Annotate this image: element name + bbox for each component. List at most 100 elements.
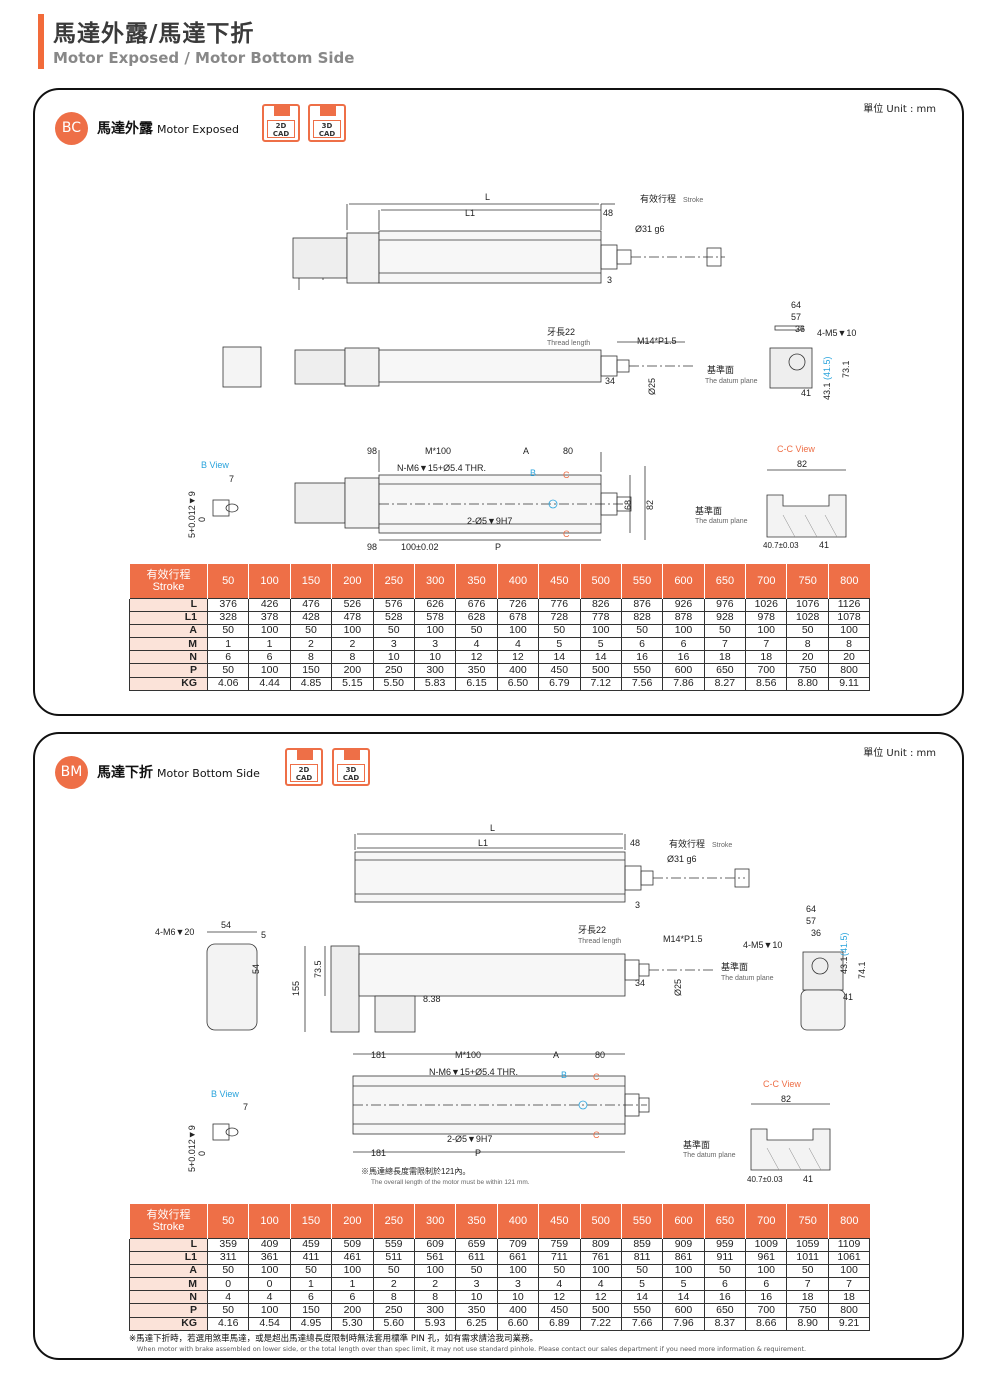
table-cell: 826	[579, 597, 622, 612]
table-cell: 400	[496, 1303, 540, 1318]
dim-73-1: 73.1	[841, 360, 851, 378]
stroke-col: 600	[662, 1204, 705, 1238]
page-subtitle: Motor Exposed / Motor Bottom Side	[53, 49, 355, 67]
table-cell: 6.25	[455, 1316, 498, 1331]
row-label: A	[129, 1263, 208, 1279]
dim-41-5: (41.5)	[822, 356, 832, 380]
table-cell: 2	[331, 637, 374, 652]
table-cell: 100	[413, 623, 457, 639]
stroke-col: 200	[331, 564, 374, 598]
table-cell: 726	[496, 597, 540, 612]
table-cell: 50	[455, 1263, 498, 1279]
cc-view-label: C-C View	[777, 444, 815, 454]
stroke-col: 650	[703, 1204, 746, 1238]
table-cell: 4	[206, 1290, 250, 1305]
table-cell: 18	[827, 1290, 871, 1305]
table-cell: 4	[248, 1290, 291, 1305]
table-cell: 250	[372, 663, 415, 678]
dim-pin-0: 0	[197, 517, 207, 522]
table-cell: 8.80	[786, 676, 829, 691]
table-cell: 14	[662, 1290, 705, 1305]
table-cell: 978	[745, 610, 788, 625]
table-cell: 659	[455, 1237, 498, 1252]
table-cell: 14	[579, 650, 622, 665]
row-label: P	[129, 1303, 208, 1318]
table-cell: 761	[579, 1250, 622, 1265]
datum-label-en: The datum plane	[705, 378, 758, 385]
dim-L: L	[490, 823, 495, 833]
dim-P: P	[495, 542, 501, 552]
table-cell: 7	[786, 1277, 829, 1292]
stroke-col: 350	[455, 1204, 498, 1238]
stroke-col: 650	[703, 564, 746, 598]
table-cell: 50	[620, 623, 664, 639]
table-cell: 7	[703, 637, 747, 652]
stroke-col: 50	[206, 564, 249, 598]
table-cell: 8.90	[786, 1316, 829, 1331]
table-cell: 100	[662, 623, 705, 639]
row-label: L1	[129, 610, 208, 625]
dim-41: 41	[801, 388, 811, 398]
table-cell: 4	[579, 1277, 622, 1292]
table-cell: 50	[289, 1263, 333, 1279]
cc-datum-label: 基準面	[683, 1139, 710, 1150]
stroke-col: 500	[579, 564, 622, 598]
table-cell: 550	[620, 663, 664, 678]
table-cell: 1009	[745, 1237, 788, 1252]
table-cell: 50	[703, 623, 747, 639]
stroke-col: 300	[413, 1204, 456, 1238]
table-cell: 4	[496, 637, 540, 652]
row-label: L	[129, 597, 208, 612]
table-cell: 6	[206, 650, 250, 665]
table-cell: 18	[786, 1290, 829, 1305]
table-cell: 409	[248, 1237, 291, 1252]
table-cell: 10	[455, 1290, 498, 1305]
table-cell: 311	[206, 1250, 250, 1265]
dim-phi31: Ø31 g6	[635, 224, 665, 234]
dim-34: 34	[605, 376, 615, 386]
table-cell: 700	[745, 663, 788, 678]
dim-nm6: N-M6▼15+Ø5.4 THR.	[397, 463, 486, 473]
table-cell: 10	[413, 650, 457, 665]
table-cell: 378	[248, 610, 291, 625]
dim-stroke: 有效行程	[640, 193, 676, 204]
row-label: N	[129, 650, 208, 665]
table-cell: 5.83	[413, 676, 457, 691]
stroke-col: 700	[745, 1204, 787, 1238]
table-cell: 1028	[786, 610, 829, 625]
table-cell: 50	[538, 1263, 581, 1279]
table-cell: 8.56	[745, 676, 788, 691]
table-cell: 100	[331, 1263, 374, 1279]
section-title-zh: 馬達下折	[97, 765, 153, 781]
stroke-col: 400	[496, 1204, 539, 1238]
table-cell: 4.95	[289, 1316, 333, 1331]
row-label: P	[129, 663, 208, 678]
section-title-en: Motor Exposed	[157, 123, 239, 136]
section-code-badge: BM	[55, 756, 88, 789]
table-cell: 100	[827, 623, 871, 639]
table-cell: 20	[786, 650, 829, 665]
table-cell: 9.21	[827, 1316, 871, 1331]
unit-label: 單位 Unit : mm	[863, 748, 936, 759]
table-cell: 100	[331, 623, 374, 639]
table-cell: 600	[662, 1303, 705, 1318]
table-cell: 450	[538, 1303, 581, 1318]
table-cell: 16	[703, 1290, 747, 1305]
table-cell: 8	[827, 637, 871, 652]
dim-L1: L1	[478, 838, 488, 848]
table-cell: 5	[620, 1277, 664, 1292]
dim-thread: 牙長22	[578, 925, 606, 935]
table-cell: 550	[620, 1303, 664, 1318]
table-cell: 10	[496, 1290, 540, 1305]
dim-P: P	[475, 1148, 481, 1158]
